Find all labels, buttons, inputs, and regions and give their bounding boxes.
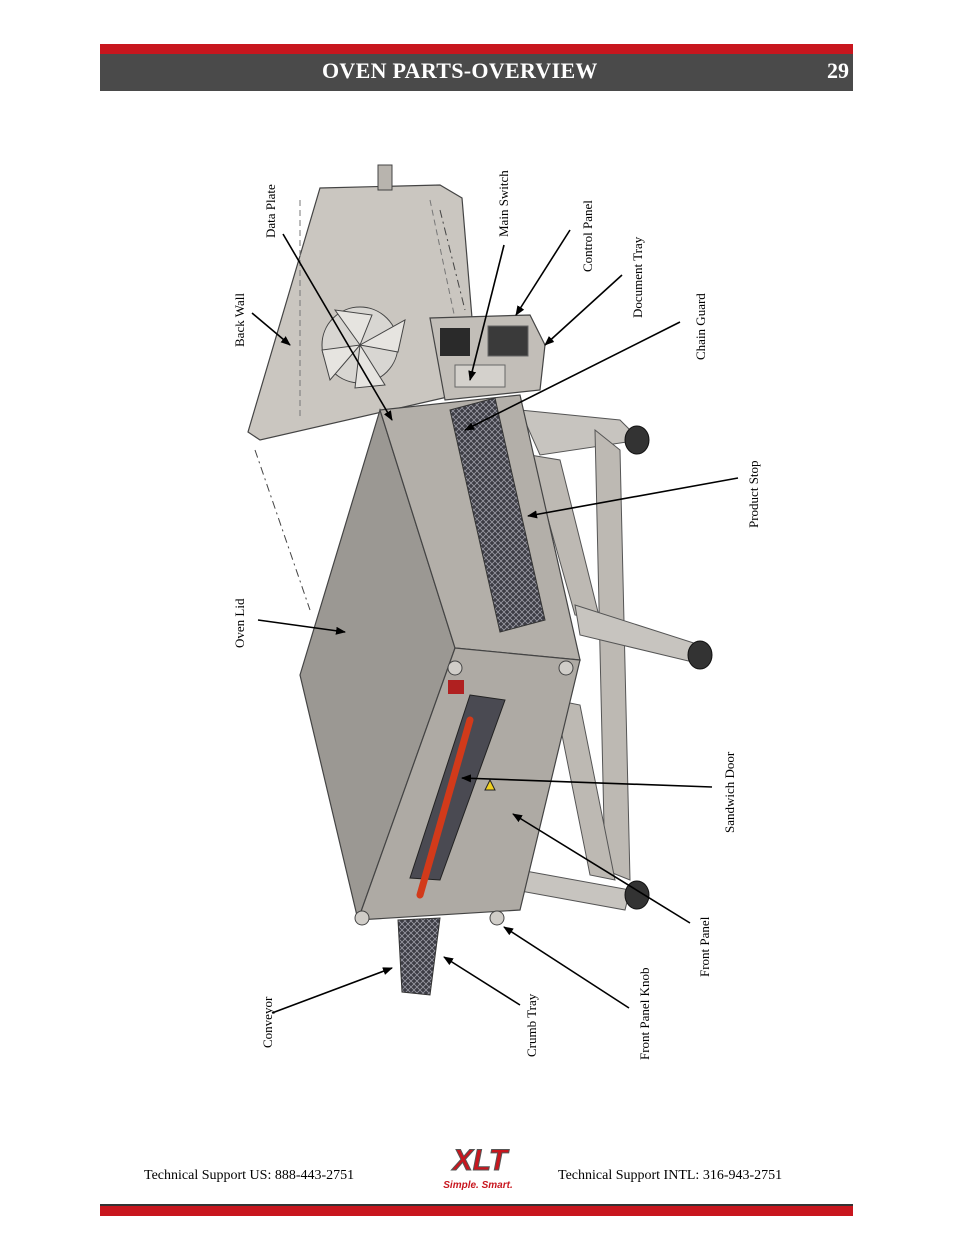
arrow-data-plate	[282, 233, 393, 421]
page-title: OVEN PARTS-OVERVIEW	[322, 58, 598, 83]
label-oven-lid: Oven Lid	[232, 598, 247, 648]
label-sandwich-door: Sandwich Door	[722, 751, 737, 833]
label-main-switch: Main Switch	[496, 170, 511, 237]
label-back-wall: Back Wall	[232, 293, 247, 347]
page-number: 29	[827, 58, 849, 83]
front-panel-assembly	[354, 647, 581, 926]
arrow-crumb-tray	[443, 956, 521, 1006]
oven-stand	[514, 409, 706, 911]
arrow-product-stop	[527, 477, 739, 519]
oven-illustration	[247, 164, 713, 996]
leader-arrows	[251, 229, 739, 1014]
conveyor-mesh-upper	[449, 397, 546, 633]
footer-red-bar	[100, 1204, 853, 1216]
arrow-document-tray	[544, 274, 623, 346]
label-chain-guard: Chain Guard	[693, 293, 708, 360]
arrow-back-wall	[251, 312, 291, 346]
label-crumb-tray: Crumb Tray	[524, 993, 539, 1057]
arrow-conveyor	[271, 967, 393, 1014]
page-header: OVEN PARTS-OVERVIEW 29	[100, 44, 853, 91]
label-front-panel-knob: Front Panel Knob	[637, 968, 652, 1060]
label-front-panel: Front Panel	[697, 916, 712, 977]
arrow-oven-lid	[257, 619, 346, 635]
label-document-tray: Document Tray	[630, 236, 645, 318]
xlt-logo-wordmark: XLT	[451, 1144, 510, 1177]
assembly-lines	[254, 209, 466, 611]
header-grey-bar	[100, 54, 853, 91]
arrow-control-panel	[515, 229, 571, 316]
label-product-stop: Product Stop	[746, 460, 761, 528]
arrow-front-panel-knob	[503, 926, 630, 1009]
arrow-main-switch	[468, 244, 505, 381]
conveyor-mesh-lower	[397, 917, 441, 996]
callout-labels: Back Wall Data Plate Main Switch Control…	[232, 170, 761, 1060]
label-data-plate: Data Plate	[263, 184, 278, 238]
xlt-logo: XLT Simple. Smart.	[443, 1144, 512, 1192]
back-wall-panel	[247, 164, 479, 441]
support-intl-text: Technical Support INTL: 316-943-2751	[558, 1168, 783, 1183]
label-control-panel: Control Panel	[580, 200, 595, 272]
arrow-sandwich-door	[461, 774, 713, 788]
control-box	[429, 314, 546, 401]
header-red-bar	[100, 44, 853, 54]
arrow-chain-guard	[464, 321, 681, 431]
xlt-logo-tagline: Simple. Smart.	[443, 1180, 512, 1191]
arrow-front-panel	[512, 813, 691, 924]
oven-casters	[624, 425, 713, 910]
support-us-text: Technical Support US: 888-443-2751	[144, 1168, 355, 1183]
label-conveyor: Conveyor	[260, 996, 275, 1048]
